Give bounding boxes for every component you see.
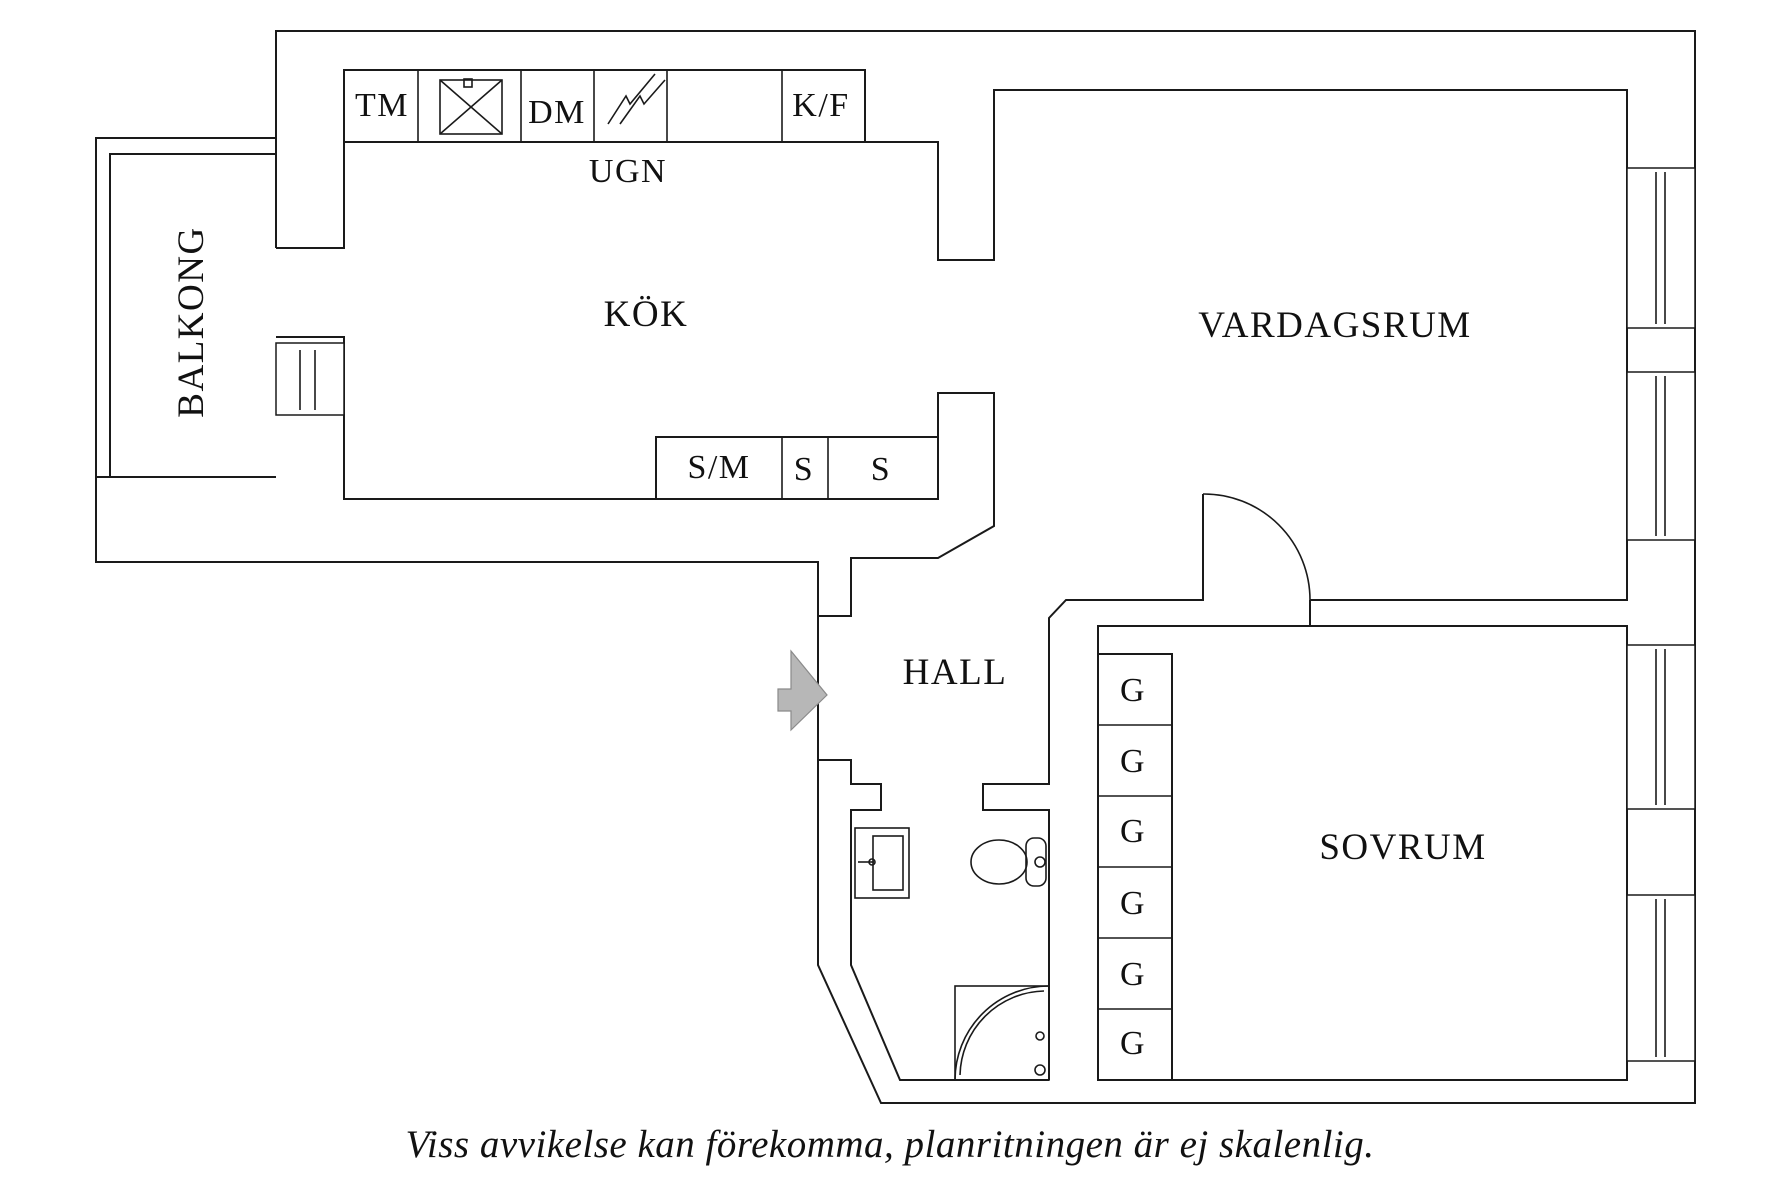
disclaimer-footnote: Viss avvikelse kan förekomma, planritnin…: [405, 1123, 1375, 1166]
wardrobe-label: G: [1120, 1025, 1146, 1062]
wardrobe-label: G: [1120, 813, 1146, 850]
room-label-hall: HALL: [903, 652, 1008, 693]
fixture-label-ugn: UGN: [589, 153, 667, 190]
hall-walls: [818, 493, 1628, 1081]
wardrobes: [1097, 653, 1173, 1081]
fixture-label-s2: S: [871, 451, 891, 488]
fixture-label-tm: TM: [355, 87, 409, 124]
outer-walls: [95, 30, 1696, 1104]
wardrobe-label: G: [1120, 885, 1146, 922]
stove-icon: [607, 73, 666, 125]
room-label-kok: KÖK: [604, 294, 689, 335]
kitchen-walls: [275, 69, 1628, 617]
room-label-vardagsrum: VARDAGSRUM: [1198, 305, 1471, 346]
wardrobe-label: G: [1120, 956, 1146, 993]
washbasin-icon: [854, 827, 910, 899]
bedroom-windows: [1626, 644, 1696, 1062]
room-label-sovrum: SOVRUM: [1319, 827, 1486, 868]
room-label-balkong: BALKONG: [171, 226, 212, 417]
wardrobe-label: G: [1120, 743, 1146, 780]
fixture-label-s1: S: [794, 451, 814, 488]
fixture-label-kf: K/F: [792, 87, 849, 124]
toilet-icon: [970, 837, 1047, 887]
living-room-windows: [1626, 167, 1696, 541]
entrance-arrow-shape: [777, 649, 828, 732]
shower-icon: [954, 985, 1050, 1081]
sink-icon: [439, 78, 503, 135]
fixture-label-sm: S/M: [687, 449, 750, 486]
wardrobe-label: G: [1120, 672, 1146, 709]
fixture-label-dm: DM: [528, 94, 586, 131]
